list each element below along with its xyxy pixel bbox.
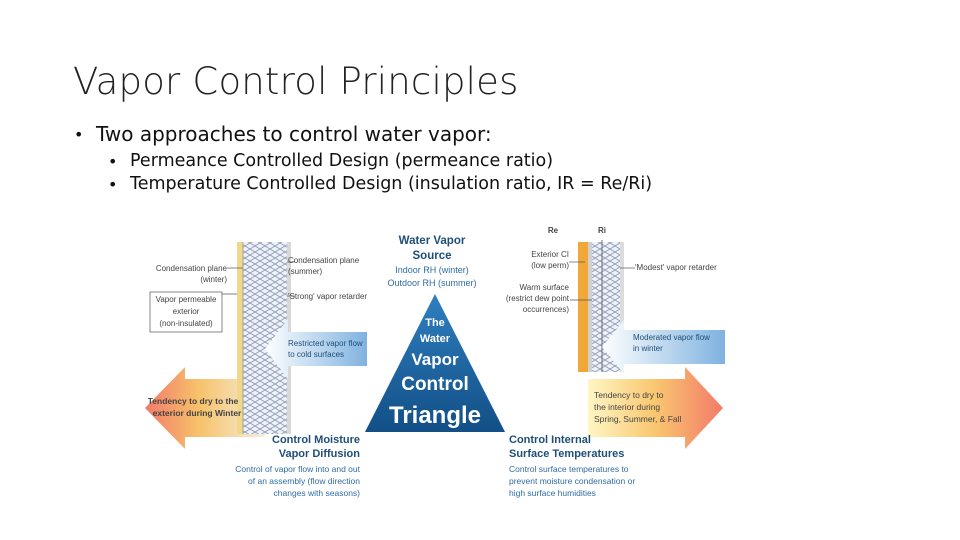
dry-exterior-arrow (145, 367, 265, 449)
triangle-line4: Control (401, 374, 469, 395)
restricted-flow-label-1: Restricted vapor flow (288, 339, 363, 348)
restricted-flow-arrow (265, 319, 367, 379)
moderated-flow-label-2: in winter (633, 344, 663, 353)
bullet-dot-icon: • (108, 174, 118, 194)
subbullet-temperature: Temperature Controlled Design (insulatio… (130, 174, 653, 194)
bullet-dot-icon: • (74, 124, 84, 144)
dry-exterior-label-2: exterior during Winter (153, 408, 242, 418)
subbullet-item: • Temperature Controlled Design (insulat… (108, 174, 652, 194)
bottom-right-text-2: prevent moisture condensation or (509, 476, 635, 486)
dry-exterior-label-1: Tendency to dry to the (148, 396, 239, 406)
subbullet-item: • Permeance Controlled Design (permeance… (108, 151, 652, 171)
condensation-summer-label-1: Condensation plane (288, 256, 360, 265)
bottom-right-title-1: Control Internal (509, 434, 591, 446)
triangle-line1: The (425, 317, 445, 329)
bottom-left-title-2: Vapor Diffusion (279, 448, 361, 460)
restricted-flow-label-2: to cold surfaces (288, 350, 344, 359)
bottom-left-text-3: changes with seasons) (274, 488, 361, 498)
bullet-dot-icon: • (108, 151, 118, 171)
permeable-exterior-line3: (non-insulated) (159, 319, 213, 328)
source-outdoor: Outdoor RH (summer) (387, 278, 476, 288)
figure-svg: The Water Vapor Control Triangle Water V… (145, 226, 725, 498)
condensation-summer-label-2: (summer) (288, 267, 323, 276)
condensation-winter-label-2: (winter) (200, 275, 227, 284)
exterior-ci-label-2: (low perm) (531, 261, 569, 270)
strong-retarder-label: 'Strong' vapor retarder (288, 292, 367, 301)
warm-surface-label-3: occurrences) (523, 305, 570, 314)
permeable-exterior-line1: Vapor permeable (156, 295, 217, 304)
bullet-item: • Two approaches to control water vapor: (74, 122, 652, 146)
bottom-left-text-1: Control of vapor flow into and out (235, 464, 360, 474)
exterior-ci-label-1: Exterior CI (531, 250, 569, 259)
dry-interior-arrow (588, 367, 723, 449)
pointer-lines (217, 261, 635, 301)
bottom-left-title-1: Control Moisture (272, 434, 360, 446)
bullet-list: • Two approaches to control water vapor:… (74, 122, 652, 194)
slide-title: Vapor Control Principles (73, 60, 519, 103)
bullet-text: Two approaches to control water vapor: (96, 122, 492, 146)
dry-interior-label-1: Tendency to dry to (594, 390, 664, 400)
subbullet-permeance: Permeance Controlled Design (permeance r… (130, 151, 554, 171)
bottom-right-text-3: high surface humidities (509, 488, 596, 498)
source-title-line1: Water Vapor (399, 235, 466, 247)
warm-surface-label-2: (restrict dew point (506, 294, 570, 303)
bottom-right-title-2: Surface Temperatures (509, 448, 624, 460)
triangle-line5: Triangle (389, 402, 481, 429)
bottom-left-text-2: of an assembly (flow direction (248, 476, 360, 486)
source-indoor: Indoor RH (winter) (395, 265, 469, 275)
moderated-flow-label-1: Moderated vapor flow (633, 333, 710, 342)
triangle-line2: Water (420, 333, 451, 345)
bottom-right-text-1: Control surface temperatures to (509, 464, 629, 474)
source-title-line2: Source (413, 250, 452, 262)
dry-interior-label-2: the interior during (594, 402, 660, 412)
modest-retarder-label: 'Modest' vapor retarder (635, 263, 717, 272)
condensation-winter-label-1: Condensation plane (156, 264, 228, 273)
re-label: Re (548, 226, 559, 235)
triangle-shape (365, 294, 505, 432)
triangle-line3: Vapor (411, 350, 459, 369)
permeable-exterior-line2: exterior (173, 307, 200, 316)
warm-surface-label-1: Warm surface (520, 283, 570, 292)
moderated-flow-arrow (602, 320, 725, 374)
vapor-control-triangle-figure: The Water Vapor Control Triangle Water V… (145, 222, 735, 517)
permeable-exterior-box (149, 291, 223, 333)
ri-label: Ri (598, 226, 606, 235)
dry-interior-label-3: Spring, Summer, & Fall (594, 414, 682, 424)
